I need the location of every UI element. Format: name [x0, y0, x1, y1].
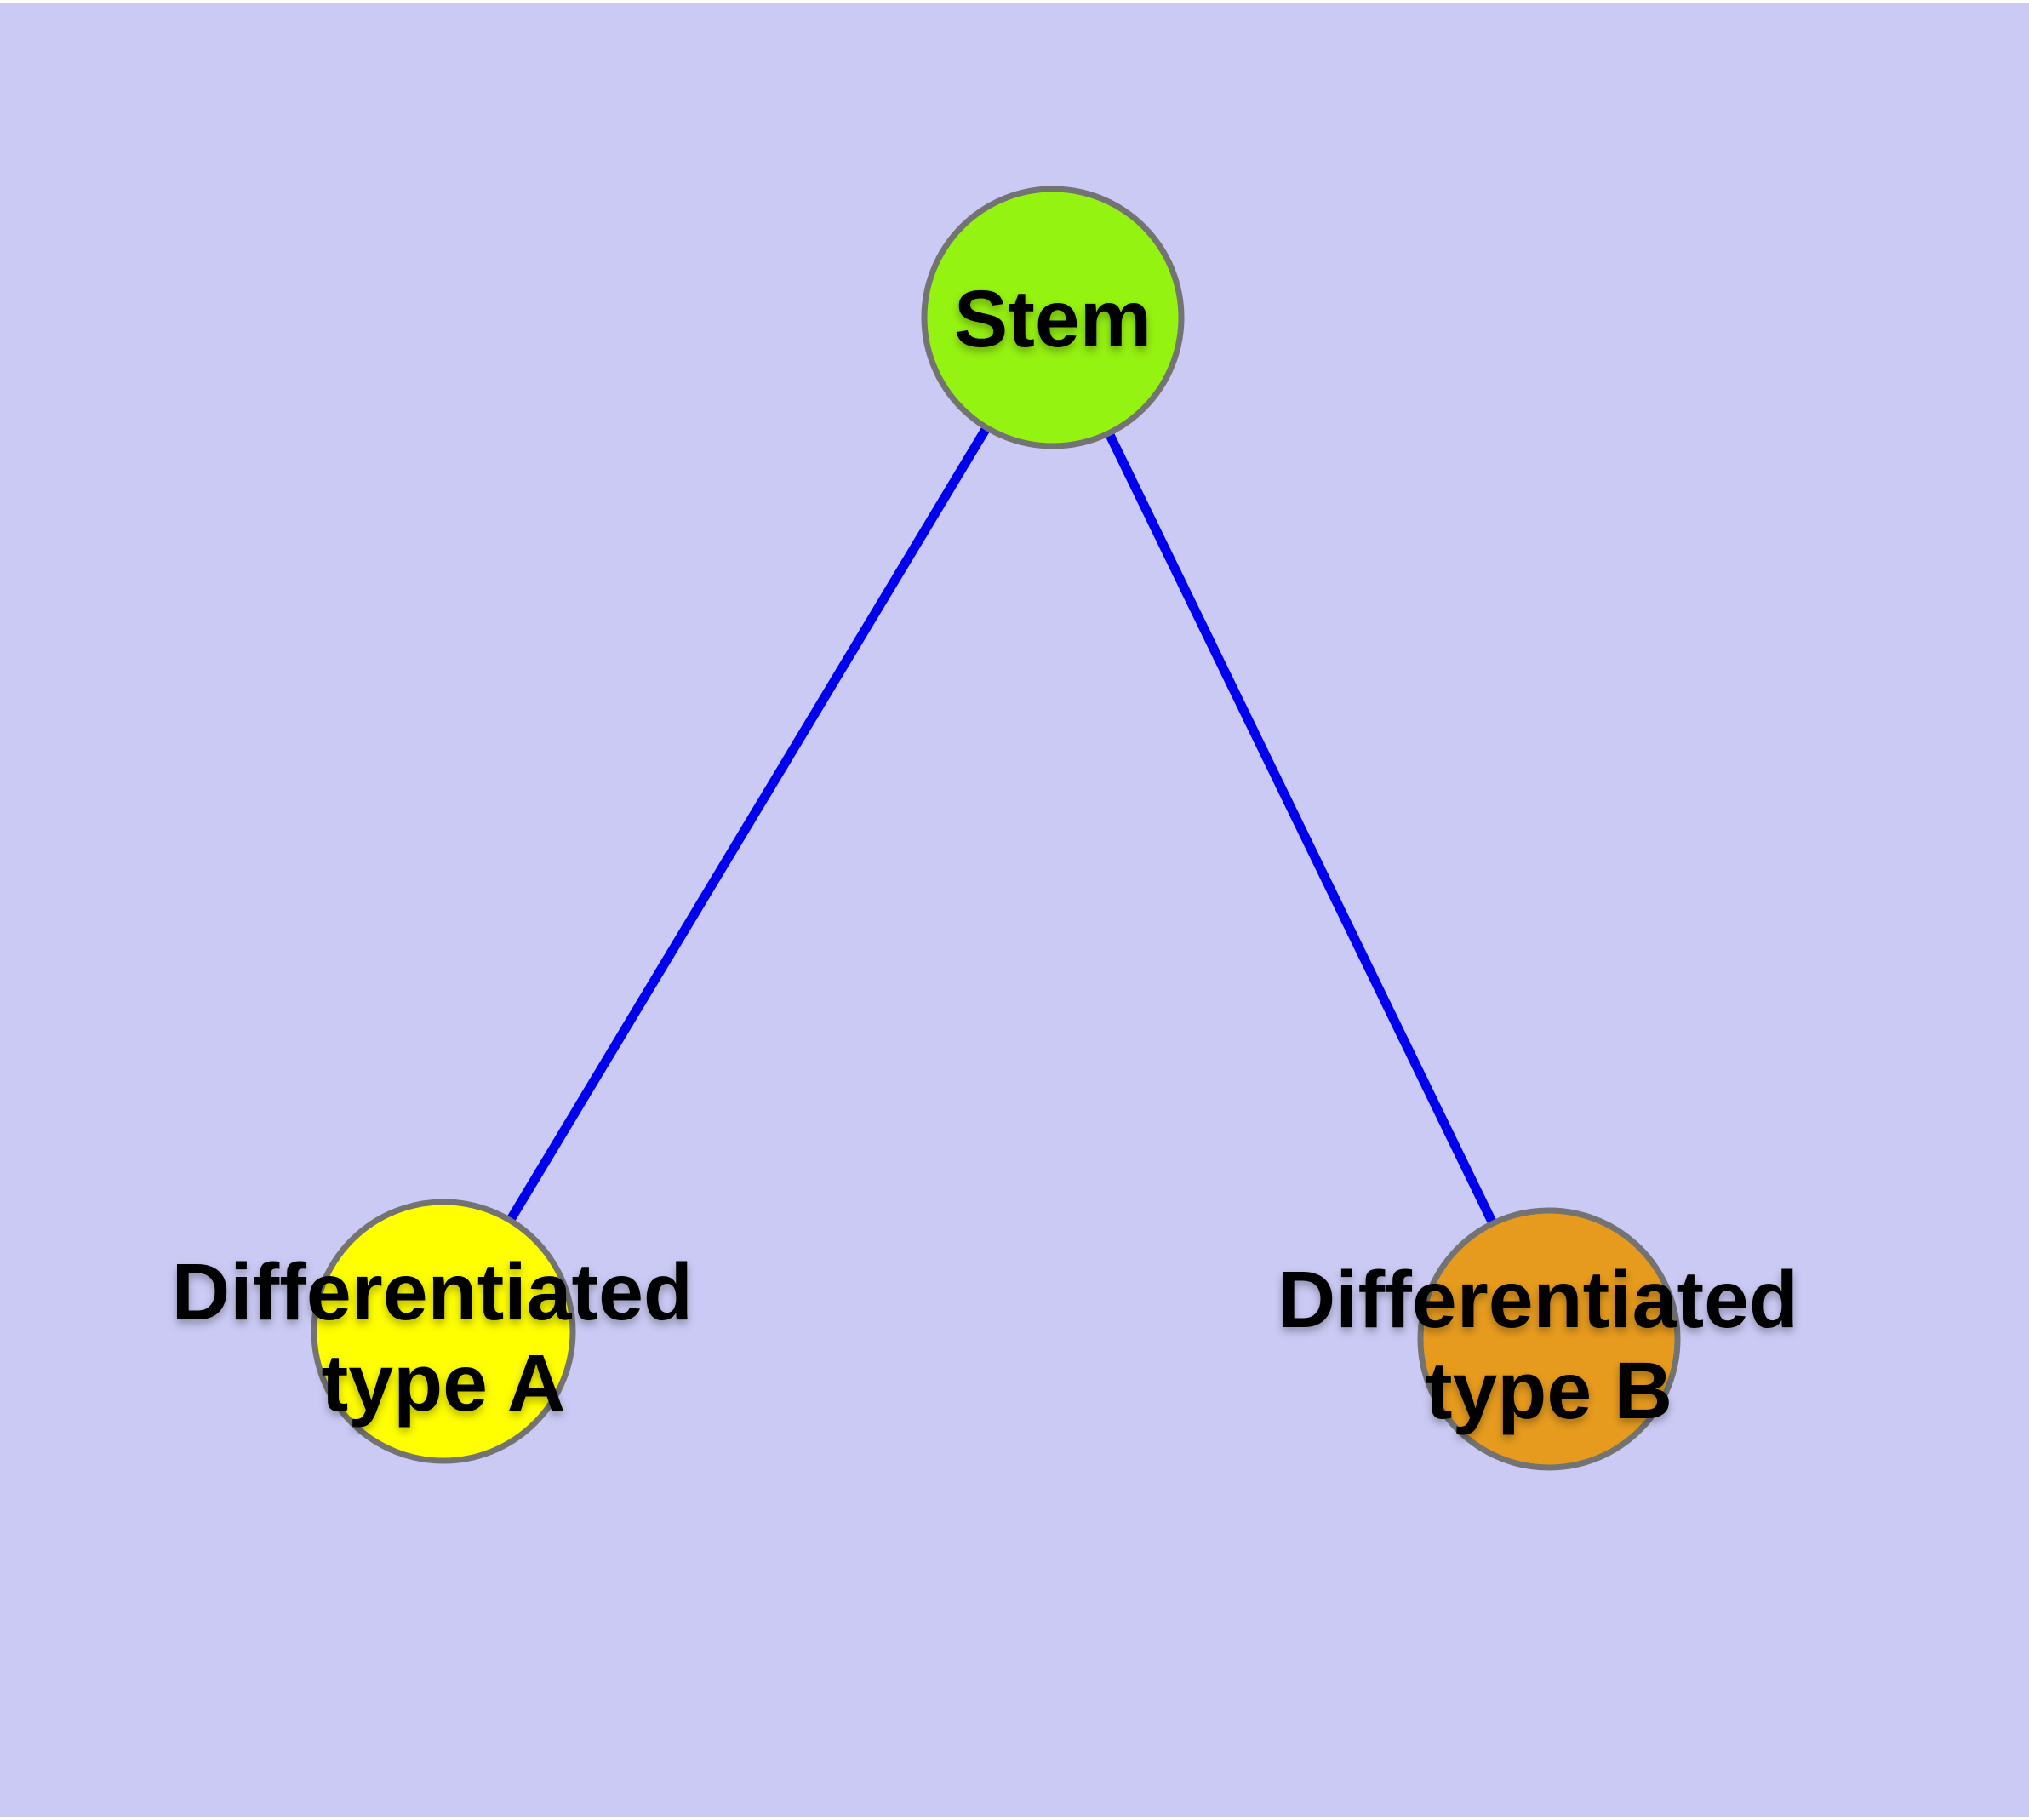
node-stem-circle: [921, 186, 1185, 449]
node-differentiated-type-b-label-line1: Differentiated: [1277, 1255, 1798, 1345]
node-differentiated-type-a-label-line2: type A: [322, 1338, 566, 1428]
label-layer: Stem Differentiated type A Differentiate…: [172, 274, 1821, 1436]
node-differentiated-type-a-circle: [311, 1199, 576, 1464]
node-layer: [311, 186, 1681, 1471]
edge-stem-to-type-a: [439, 315, 1057, 1334]
edge-stem-to-type-b: [1049, 315, 1553, 1342]
node-differentiated-type-a-label: Differentiated type A: [172, 1247, 716, 1428]
node-stem-label-line1: Stem: [954, 274, 1152, 364]
node-differentiated-type-b-circle: [1417, 1207, 1681, 1471]
node-differentiated-type-b-label: Differentiated type B: [1277, 1255, 1821, 1436]
edge-layer: [439, 315, 1553, 1342]
node-differentiated-type-b-label-line2: type B: [1426, 1346, 1672, 1436]
node-differentiated-type-a-label-line1: Differentiated: [172, 1247, 693, 1337]
node-stem-label: Stem: [954, 274, 1152, 364]
